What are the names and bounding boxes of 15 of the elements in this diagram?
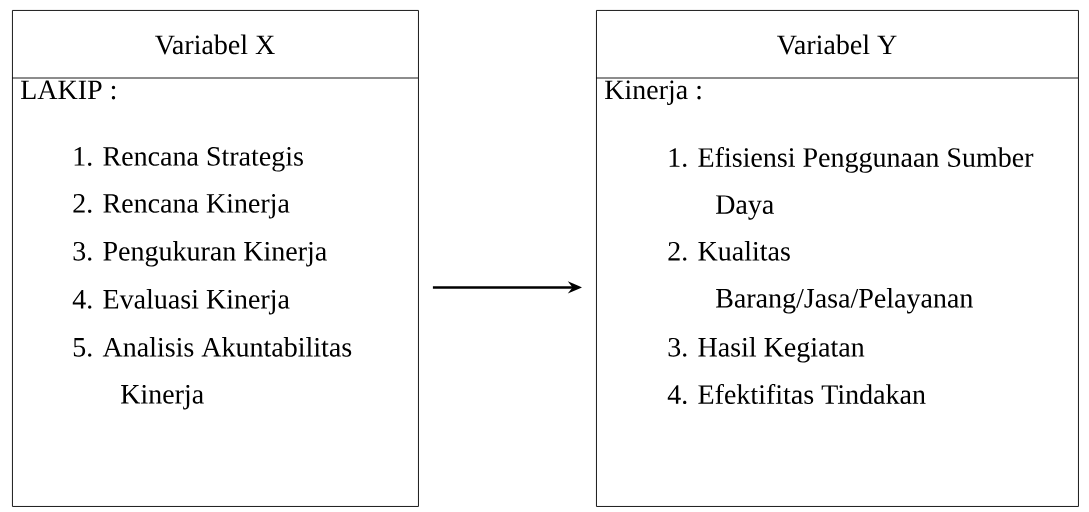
list-item: 3. Hasil Kegiatan (668, 337, 865, 363)
list-item: 5. Analisis Akuntabilitas Kinerja (73, 337, 352, 410)
list-item: 3. Pengukuran Kinerja (73, 241, 327, 267)
list-item: 2. Rencana Kinerja (73, 194, 290, 219)
variable-box (596, 10, 1079, 507)
list-item: 1. Efisiensi Penggunaan Sumber Daya (669, 147, 1034, 220)
box-heading: Variabel X (155, 34, 275, 55)
variable-box (12, 10, 419, 507)
list-item: 1. Rencana Strategis (74, 147, 303, 172)
box-heading: Variabel Y (777, 34, 897, 55)
list-item: 2. Kualitas Barang/Jasa/Pelayanan (668, 241, 973, 314)
list-intro: Kinerja : (605, 80, 701, 105)
list-item: 4. Evaluasi Kinerja (72, 289, 290, 315)
list-intro: LAKIP : (21, 80, 116, 100)
list-item: 4. Efektifitas Tindakan (667, 384, 926, 405)
